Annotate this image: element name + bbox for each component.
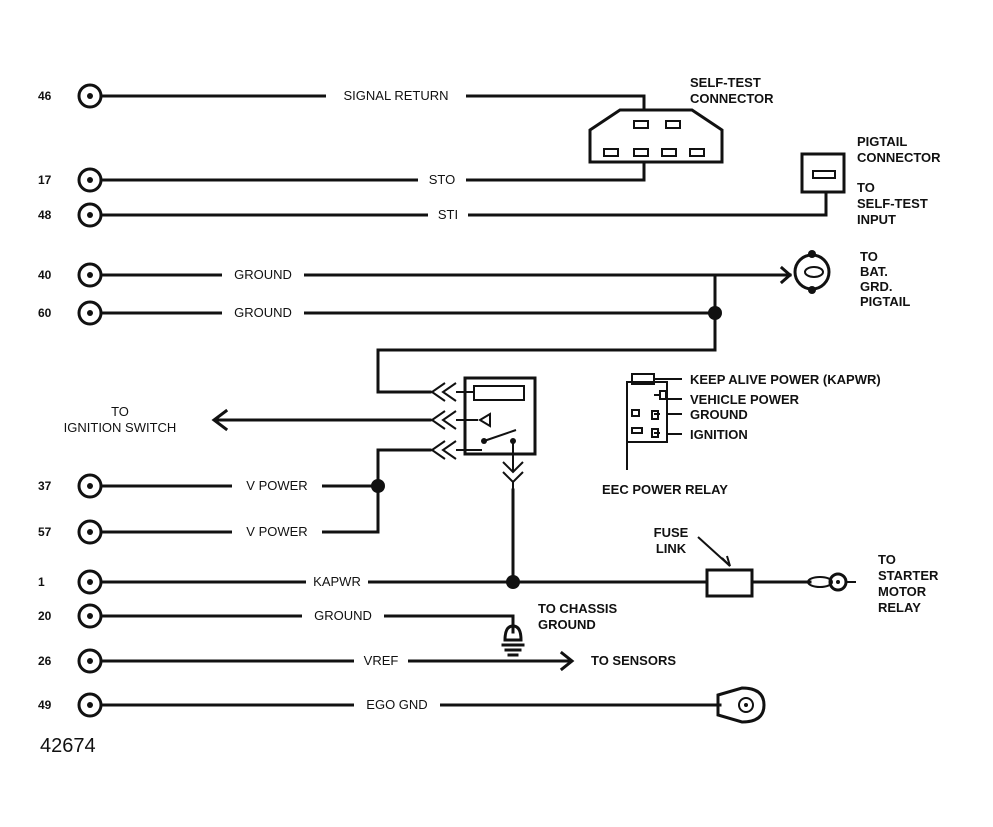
pin-1 [77,569,103,595]
pigtail-label: SELF-TEST [857,196,928,211]
fuse-link-label: FUSE [654,525,689,540]
wire-label: V POWER [246,478,307,493]
pin-number: 17 [38,173,52,187]
pin-57 [77,519,103,545]
pin-17 [77,167,103,193]
self-test-connector [588,108,724,164]
pin-number: 57 [38,525,52,539]
pin-49 [77,692,103,718]
wire-label: EGO GND [366,697,427,712]
sensors-arrow-icon [559,650,575,672]
pin-48 [77,202,103,228]
relay-title: EEC POWER RELAY [602,482,728,497]
ego-ground-eyelet [716,686,766,724]
relay-terminal-label: KEEP ALIVE POWER (KAPWR) [690,372,881,387]
wire-label: GROUND [234,267,292,282]
pigtail-label: CONNECTOR [857,150,941,165]
starter-label: STARTER [878,568,939,583]
pin-number: 26 [38,654,52,668]
pin-terminals [77,83,103,718]
bat-ground-pigtail [779,250,831,294]
pin-number: 46 [38,89,52,103]
relay-connector [430,376,537,490]
chassis-label: TO CHASSIS [538,601,618,616]
pigtail-label: TO [857,180,875,195]
chassis-label: GROUND [538,617,596,632]
ignition-switch-label: TO [111,404,129,419]
wire-label: GROUND [314,608,372,623]
junction-dots [371,306,722,589]
pin-number: 37 [38,479,52,493]
wire-label: VREF [364,653,399,668]
pin-20 [77,603,103,629]
ignition-switch-label: IGNITION SWITCH [64,420,177,435]
wire-label: GROUND [234,305,292,320]
wire-label: V POWER [246,524,307,539]
pin-number: 40 [38,268,52,282]
wire-label: KAPWR [313,574,361,589]
self-test-connector-label: SELF-TEST [690,75,761,90]
pin-37 [77,473,103,499]
starter-connector [807,572,856,592]
eec-power-relay-symbol [626,373,682,470]
pin-number: 48 [38,208,52,222]
pin-46 [77,83,103,109]
pin-number: 60 [38,306,52,320]
starter-label: MOTOR [878,584,927,599]
fuse-link-label: LINK [656,541,687,556]
pigtail-label: INPUT [857,212,896,227]
chassis-ground-icon [501,624,525,657]
self-test-connector-label: CONNECTOR [690,91,774,106]
relay-terminal-label: IGNITION [690,427,748,442]
sensors-label: TO SENSORS [591,653,676,668]
relay-terminal-label: VEHICLE POWER [690,392,800,407]
wire-label: SIGNAL RETURN [344,88,449,103]
pin-60 [77,300,103,326]
pin-number: 20 [38,609,52,623]
bat-ground-label: BAT. [860,264,888,279]
bat-ground-label: PIGTAIL [860,294,910,309]
starter-label: RELAY [878,600,921,615]
ignition-arrow-icon [211,408,229,432]
wire-labels: SIGNAL RETURN STO STI GROUND GROUND V PO… [222,87,468,714]
wire-label: STI [438,207,458,222]
bat-ground-label: TO [860,249,878,264]
pin-numbers: 46 17 48 40 60 37 57 1 20 26 49 [38,89,52,712]
pin-number: 1 [38,575,45,589]
bat-ground-label: GRD. [860,279,893,294]
relay-terminal-label: GROUND [690,407,748,422]
pigtail-label: PIGTAIL [857,134,907,149]
wire-label: STO [429,172,456,187]
starter-label: TO [878,552,896,567]
figure-number: 42674 [40,735,96,757]
pin-40 [77,262,103,288]
fuse-link [697,536,754,598]
pigtail-connector [800,152,846,194]
pin-number: 49 [38,698,52,712]
pin-26 [77,648,103,674]
component-labels: SELF-TEST CONNECTOR PIGTAIL CONNECTOR TO… [40,75,941,757]
